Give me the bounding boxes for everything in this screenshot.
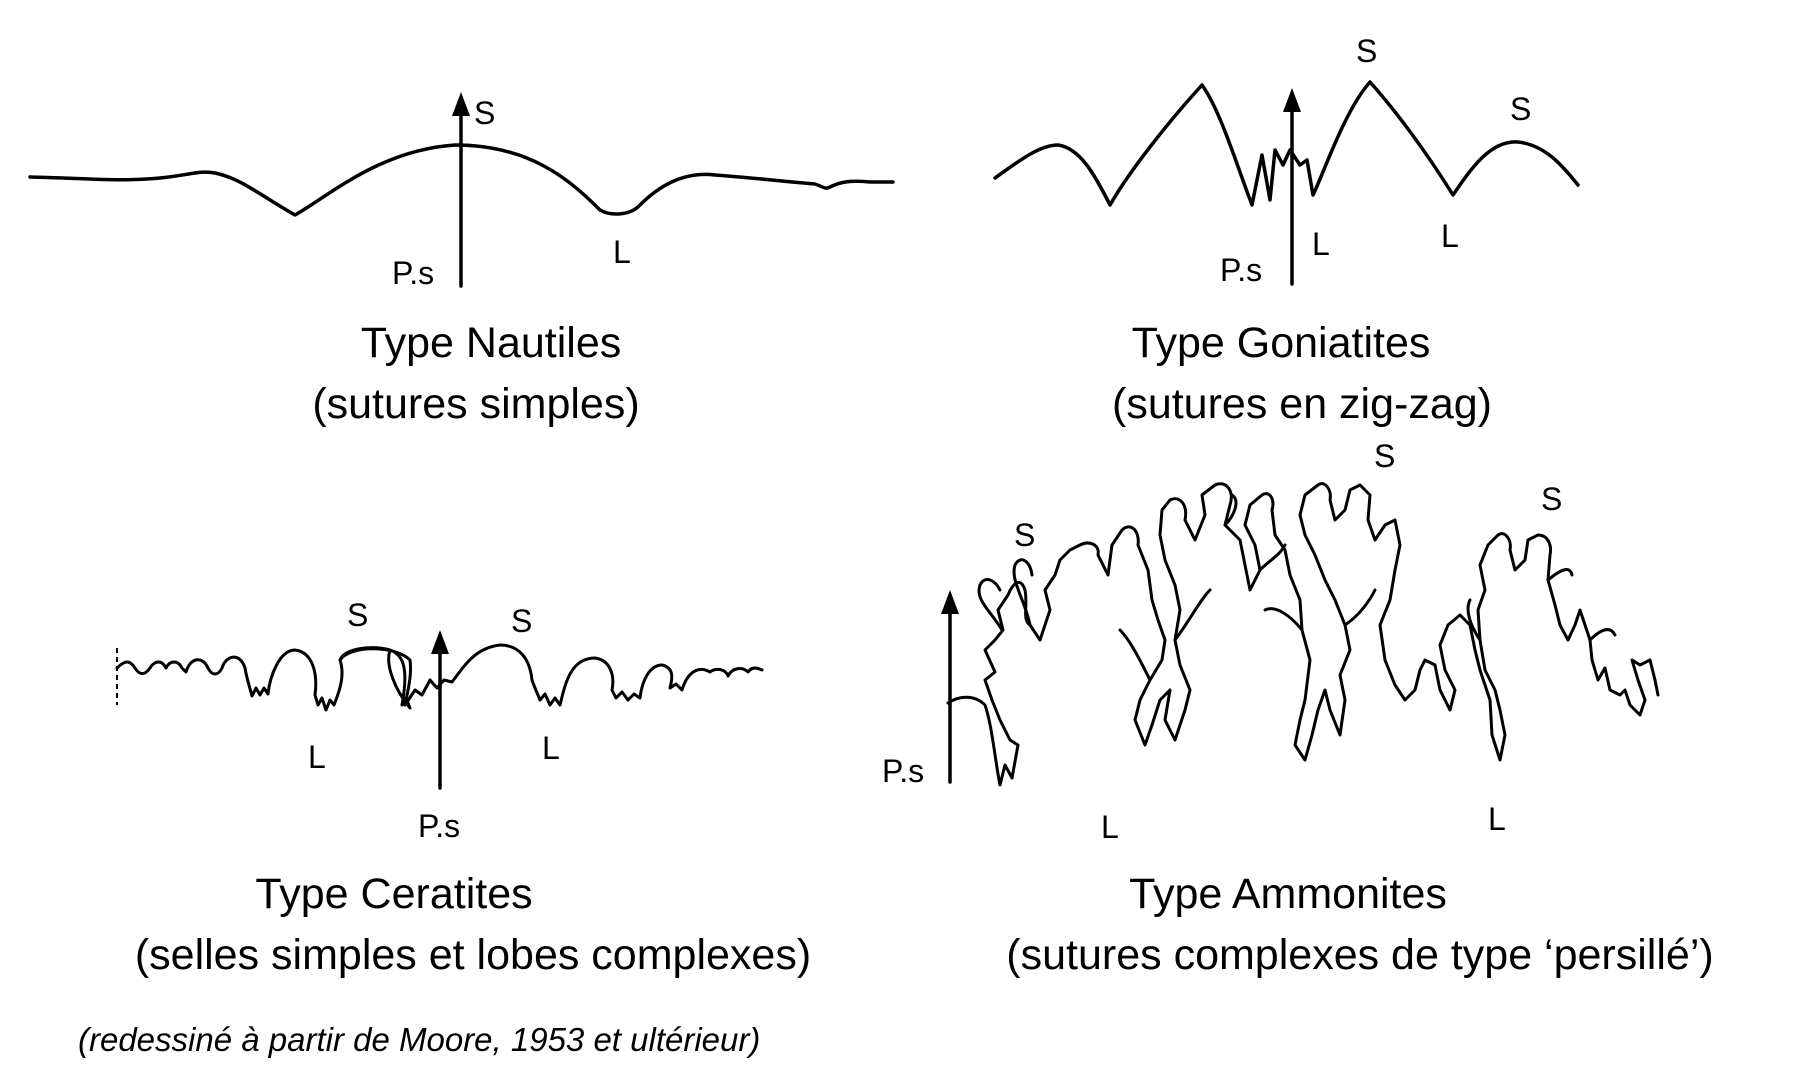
nautiles-label-ps: P.s [392,255,434,291]
ammonites-label-ps: P.s [882,753,924,789]
goniatites-title: Type Goniatites [1132,319,1431,367]
ammonites-label-s3: S [1541,481,1562,517]
nautiles-label-l: L [613,234,631,270]
ammonites-label-l1: L [1101,809,1119,845]
ammonites-saddle-detail-1 [977,558,1034,632]
nautiles-label-s: S [474,95,495,131]
ceratites-subtitle: (selles simples et lobes complexes) [135,931,811,979]
panel-ceratites: S S L L P.s Type Ceratites (selles simpl… [115,597,811,979]
ceratites-label-s2: S [511,603,532,639]
ceratites-title: Type Ceratites [255,870,532,918]
ammonites-label-s2: S [1374,438,1395,474]
ceratites-label-ps: P.s [418,808,460,844]
ammonites-subtitle: (sutures complexes de type ‘persillé’) [1006,931,1713,979]
panel-ammonites: S S S L L P.s Type Ammonites (sutures co… [882,438,1714,979]
goniatites-arrowhead [1283,88,1301,112]
goniatites-label-ps: P.s [1220,252,1262,288]
ammonites-arrowhead [941,590,959,614]
ammonites-saddle-detail-3 [1258,543,1377,632]
goniatites-label-l2: L [1441,218,1459,254]
goniatites-label-s2: S [1510,91,1531,127]
goniatites-subtitle: (sutures en zig-zag) [1112,380,1492,428]
goniatites-suture-line [993,80,1580,207]
ammonites-title: Type Ammonites [1129,870,1447,918]
ceratites-suture-line [115,646,412,712]
ammonites-saddle-detail-4 [1466,568,1617,642]
ammonites-suture-line [946,482,1660,787]
nautiles-arrowhead [452,92,470,116]
goniatites-label-l1: L [1312,226,1330,262]
source-footnote: (redessiné à partir de Moore, 1953 et ul… [78,1021,760,1058]
ceratites-label-l2: L [542,730,560,766]
panel-goniatites: S S L L P.s Type Goniatites (sutures en … [993,33,1580,428]
ceratites-suture-line-right [403,643,764,707]
panel-nautiles: S L P.s Type Nautiles (sutures simples) [28,92,895,428]
ceratites-arrowhead [431,630,449,654]
ceratites-label-l1: L [308,739,326,775]
ammonites-label-l2: L [1488,801,1506,837]
ammonites-label-s1: S [1014,517,1035,553]
nautiles-subtitle: (sutures simples) [312,380,639,428]
ammonites-saddle-detail-2 [1118,493,1238,682]
nautiles-title: Type Nautiles [361,319,622,367]
goniatites-label-s1: S [1356,33,1377,69]
nautiles-suture-line [28,143,895,217]
ceratites-label-s1: S [347,597,368,633]
